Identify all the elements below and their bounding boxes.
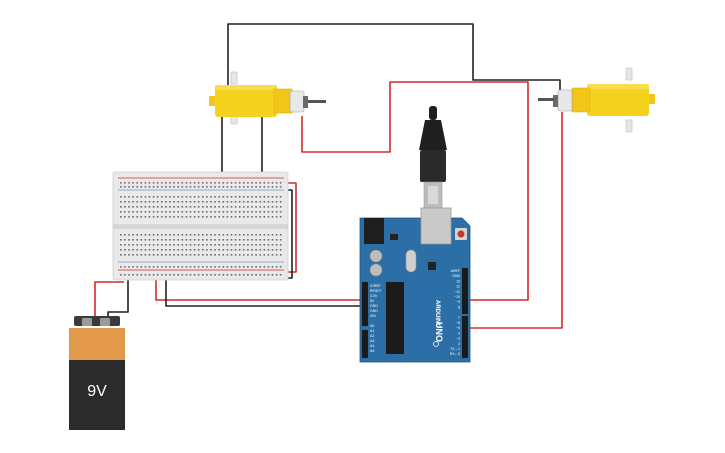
arduino-pin-label: 7: [458, 316, 460, 320]
battery-9v[interactable]: 9V: [69, 316, 125, 430]
wire-red-motor-link[interactable]: [301, 81, 529, 301]
breadboard-holes: [120, 182, 282, 276]
arduino-brand-label: ARDUINO: [434, 300, 440, 328]
power-jack: [364, 218, 384, 244]
arduino-pin-label: ~9: [456, 300, 460, 304]
arduino-pin-label: GND: [370, 309, 378, 313]
wire-black-bb-arduino[interactable]: [165, 278, 365, 307]
arduino-pin-label: RESET: [370, 289, 383, 293]
wire-red-bb-arduino[interactable]: [155, 278, 365, 301]
arduino-pin-label: RX←0: [450, 352, 460, 356]
wire-red-bb-right[interactable]: [282, 182, 297, 273]
arduino-pin-label: 13: [456, 279, 460, 283]
arduino-pin-label: 8: [458, 305, 460, 309]
wires: [94, 23, 563, 329]
atmega-chip: [386, 282, 404, 354]
arduino-pin-label: A4: [370, 344, 374, 348]
arduino-pin-label: ~3: [456, 337, 460, 341]
arduino-pin-label: 12: [456, 285, 460, 289]
arduino-pin-label: AREF: [451, 269, 460, 273]
arduino-pin-label: GND: [452, 274, 460, 278]
wire-red-battery[interactable]: [94, 281, 124, 318]
arduino-pin-label: ~5: [456, 326, 460, 330]
wire-black-battery[interactable]: [107, 280, 129, 318]
arduino-pin-label: A5: [370, 349, 374, 353]
arduino-pin-label: A1: [370, 329, 374, 333]
usb-port: [420, 207, 452, 245]
arduino-pin-label: VIN: [370, 314, 376, 318]
arduino-pin-label: ~6: [456, 321, 460, 325]
arduino-pin-label: A3: [370, 339, 374, 343]
arduino-pin-label: ~11: [454, 290, 460, 294]
wire-red-right-motor[interactable]: [465, 112, 563, 329]
arduino-pin-label: A2: [370, 334, 374, 338]
dc-motor-left[interactable]: [209, 71, 326, 125]
arduino-pin-label: A0: [370, 324, 374, 328]
arduino-uno[interactable]: ARDUINO UNO IOREFRESET3.3V5VGNDGNDVINA0A…: [359, 207, 471, 363]
arduino-pin-label: ~10: [454, 295, 460, 299]
arduino-pin-label: IOREF: [370, 284, 381, 288]
arduino-model-label: UNO: [434, 322, 444, 342]
wire-black-top[interactable]: [227, 23, 561, 90]
arduino-pin-label: 2: [458, 342, 460, 346]
battery-label: 9V: [87, 383, 107, 400]
arduino-pin-label: 5V: [370, 299, 375, 303]
arduino-pin-label: TX→1: [450, 347, 460, 351]
breadboard[interactable]: [112, 171, 289, 281]
arduino-pin-label: GND: [370, 304, 378, 308]
arduino-pin-label: 3.3V: [370, 294, 378, 298]
usb-cable[interactable]: [419, 106, 447, 209]
dc-motor-right[interactable]: [538, 67, 655, 133]
arduino-pin-label: 4: [458, 331, 460, 335]
